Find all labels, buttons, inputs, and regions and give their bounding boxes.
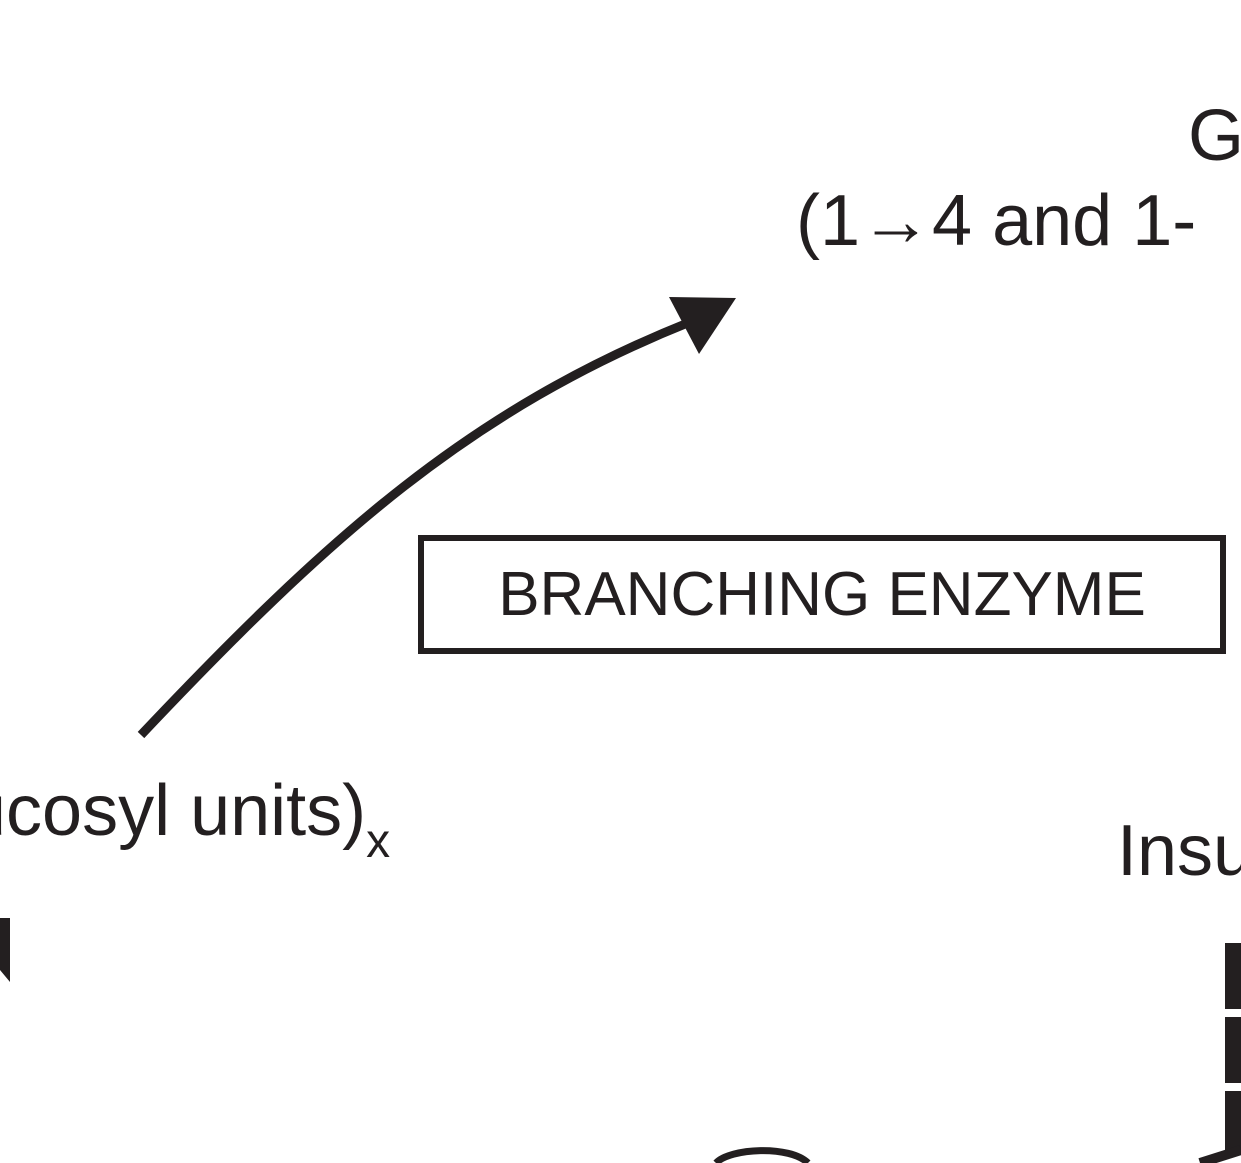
left-arrow-fragment [0,918,10,982]
branching-arrow-head [669,297,736,354]
glucosyl-chain-subscript: x [366,815,391,868]
glucosyl-chain-text: ucosyl units) [0,771,367,851]
right-dashed-bar-1 [1225,943,1241,1009]
right-bar-foot [1198,1145,1241,1163]
glucosyl-chain-label: ucosyl units)x [0,775,390,866]
branching-enzyme-label: BRANCHING ENZYME [498,560,1146,629]
right-dashed-bar-3 [1225,1091,1241,1151]
glycogen-title: G [1188,96,1241,176]
insulin-label: Insu [1117,811,1241,891]
bottom-circle-fragment [713,1147,811,1163]
right-dashed-bar-2 [1225,1017,1241,1083]
branching-enzyme-box: BRANCHING ENZYME [418,535,1226,654]
branching-arrow-shaft [137,317,692,739]
bonds-label: (1→4 and 1- [796,181,1197,261]
